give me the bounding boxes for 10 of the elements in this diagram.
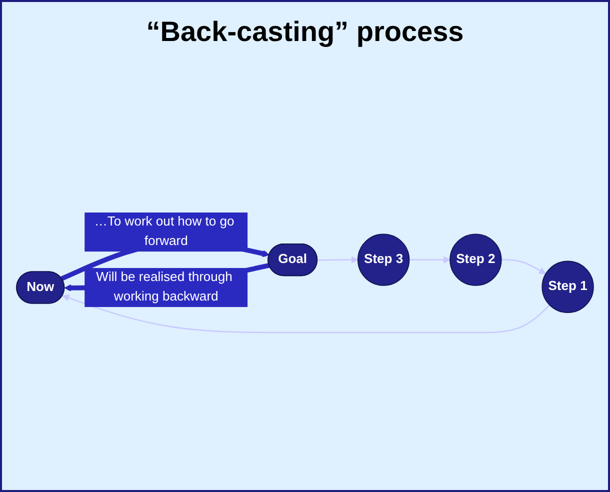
arrow (409, 256, 450, 264)
arrow (501, 260, 546, 275)
title: “Back-casting” process (146, 16, 464, 48)
arrow (318, 256, 358, 264)
node-circle: Step 1 (542, 261, 594, 314)
node-circle: Step 2 (450, 234, 502, 286)
edge-label: Will be realised through working backward (96, 270, 232, 304)
arrow (62, 294, 550, 334)
node-circle: Step 3 (357, 234, 410, 286)
edge-label: …To work out how to go forward (94, 215, 234, 249)
